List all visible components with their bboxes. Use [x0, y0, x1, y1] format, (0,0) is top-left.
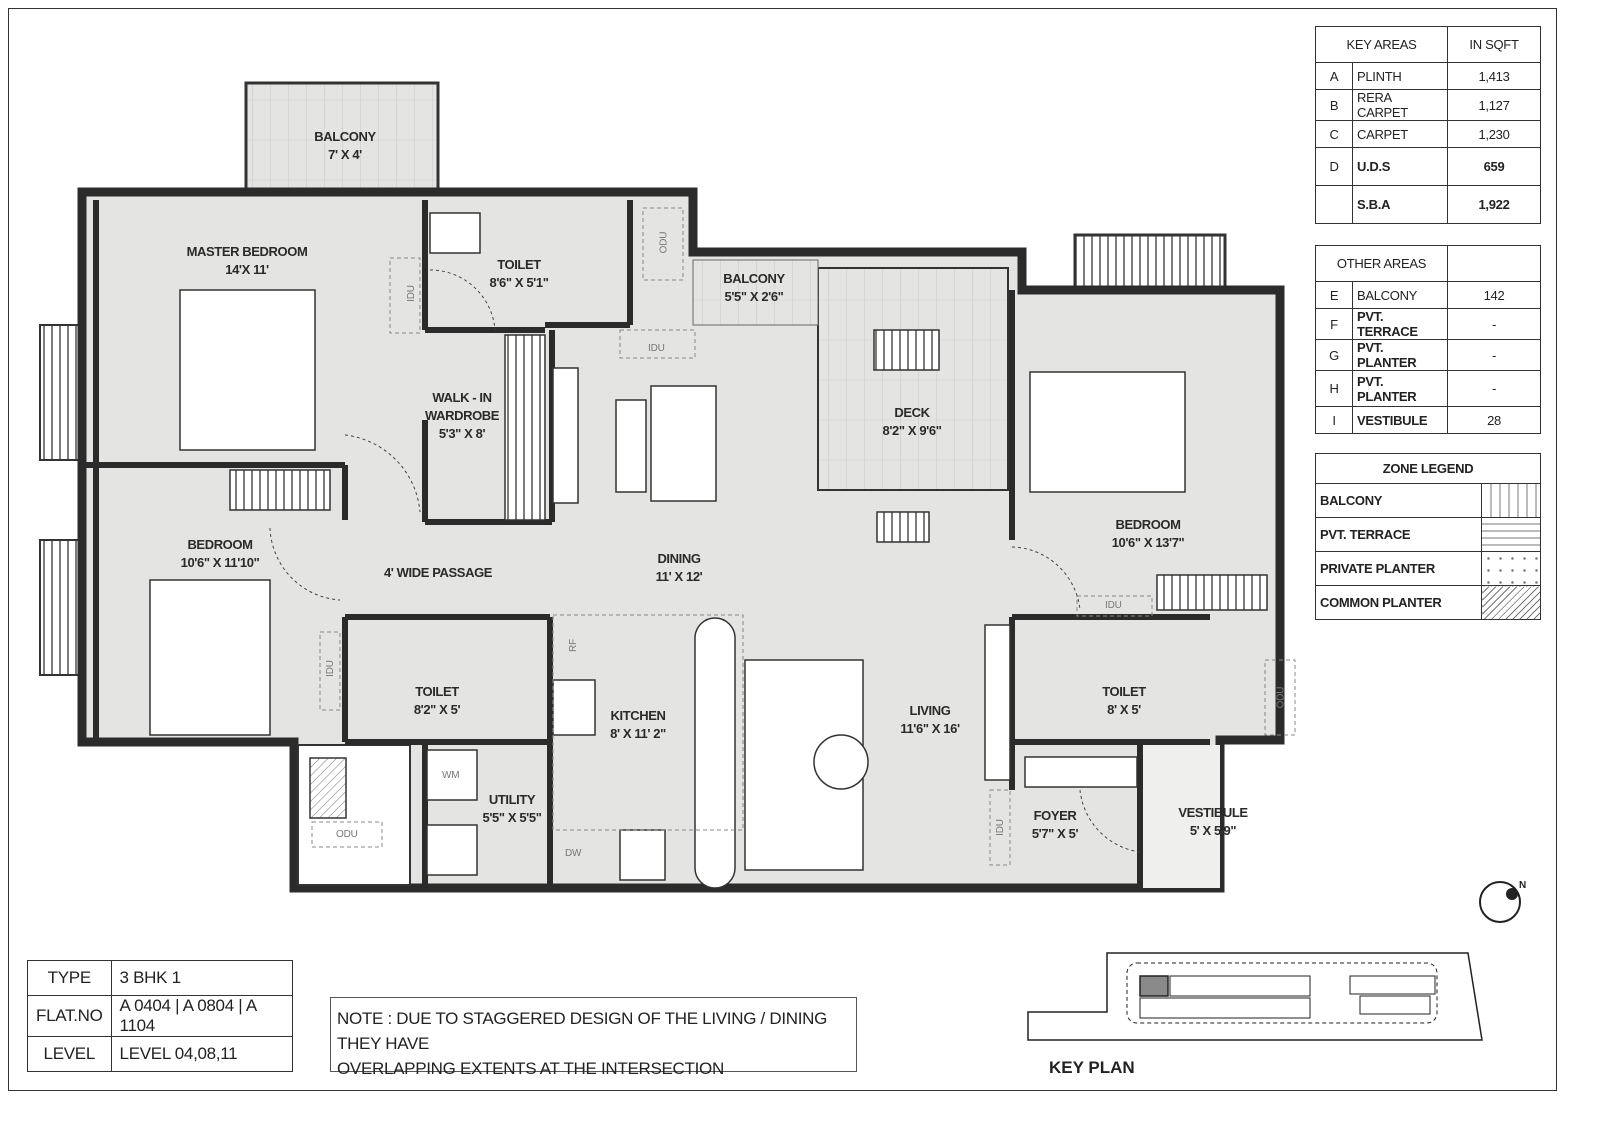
- bed-master: [179, 289, 316, 451]
- idu-label: IDU: [648, 343, 665, 354]
- key-plan: [1027, 952, 1483, 1041]
- other-areas-header: OTHER AREAS: [1315, 245, 1448, 282]
- note-line: OVERLAPPING EXTENTS AT THE INTERSECTION: [337, 1059, 724, 1078]
- legend-item: BALCONY: [1315, 483, 1541, 518]
- compass-north-label: N: [1519, 880, 1527, 891]
- legend-item: PRIVATE PLANTER: [1315, 551, 1541, 586]
- key-areas-header: KEY AREAS: [1315, 26, 1448, 63]
- odu-label: ODU: [1275, 686, 1287, 709]
- drawing-frame: [8, 8, 1557, 1091]
- bed-left: [149, 579, 271, 736]
- note-line: NOTE : DUE TO STAGGERED DESIGN OF THE LI…: [337, 1009, 828, 1053]
- coffee-table: [813, 734, 869, 790]
- idu-label: IDU: [405, 285, 417, 302]
- deck-area: [817, 267, 1009, 491]
- zone-legend-header: ZONE LEGEND: [1315, 453, 1541, 484]
- fridge-label: RF: [567, 639, 579, 652]
- note-box: NOTE : DUE TO STAGGERED DESIGN OF THE LI…: [330, 997, 857, 1078]
- legend-item: COMMON PLANTER: [1315, 585, 1541, 620]
- washing-machine-label: WM: [442, 770, 460, 781]
- north-compass-icon: [1479, 881, 1521, 923]
- idu-label: IDU: [1105, 600, 1122, 611]
- in-sqft-header: IN SQFT: [1447, 26, 1541, 63]
- odu-label: ODU: [658, 231, 670, 254]
- zone-legend-table: ZONE LEGEND BALCONY PVT. TERRACE PRIVATE…: [1315, 453, 1541, 620]
- legend-item: PVT. TERRACE: [1315, 517, 1541, 552]
- room-label-passage: 4' WIDE PASSAGE: [383, 565, 493, 580]
- idu-label: IDU: [994, 819, 1006, 836]
- idu-label: IDU: [324, 660, 336, 677]
- odu-label: ODU: [336, 829, 358, 840]
- bed-right: [1029, 371, 1186, 493]
- dishwasher-label: DW: [565, 848, 582, 859]
- key-plan-title: KEY PLAN: [1049, 1058, 1135, 1077]
- dining-table: [650, 385, 717, 502]
